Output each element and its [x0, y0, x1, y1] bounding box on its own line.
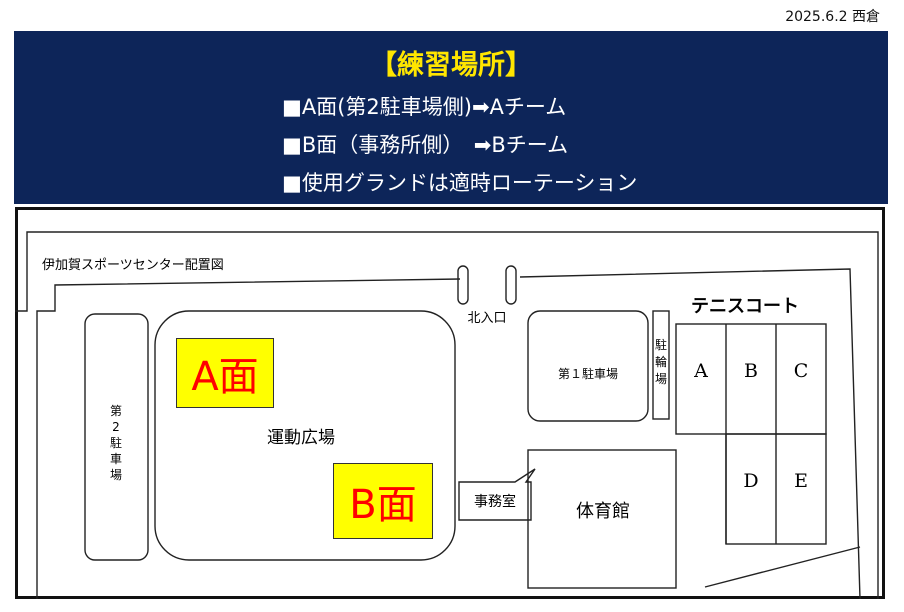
sports-field-label: 運動広場: [267, 428, 335, 448]
facility-map: 伊加賀スポーツセンター配置図 北入口 第 2 駐 車 場 運動広場 第１駐車場 …: [15, 231, 879, 599]
bicycle-parking: [652, 310, 670, 420]
face-b-label: B面: [333, 463, 433, 539]
parking-2-label-char: 車: [110, 452, 122, 466]
banner-line-b: ■B面（事務所側） ➡Bチーム: [282, 133, 569, 157]
court-letter: C: [794, 360, 809, 382]
banner-line-rotation: ■使用グランドは適時ローテーション: [282, 171, 638, 195]
sports-field: [154, 310, 456, 561]
parking-1-label: 第１駐車場: [558, 366, 618, 381]
parking-2-label-char: 2: [112, 420, 120, 434]
bicycle-parking-label-char: 輪: [655, 354, 667, 369]
office-box: [458, 468, 536, 521]
site-boundary-inner: [36, 278, 461, 599]
north-entrance-label: 北入口: [467, 311, 506, 326]
face-a-label: A面: [176, 338, 274, 408]
bicycle-parking-label-char: 駐: [655, 337, 667, 352]
court-letter: A: [693, 360, 708, 382]
north-entrance-post-left: [457, 265, 469, 305]
parking-2: [84, 313, 149, 561]
court-letter: E: [794, 470, 808, 492]
banner-title: 【練習場所】: [370, 50, 532, 81]
practice-location-banner: 【練習場所】 ■A面(第2駐車場側)➡Aチーム ■B面（事務所側） ➡Bチーム …: [14, 31, 888, 204]
tennis-court-grid-bottom: [725, 433, 827, 545]
office-label: 事務室: [474, 493, 516, 510]
parking-1: [527, 310, 649, 422]
map-frame: [15, 207, 885, 599]
site-boundary-right: [519, 268, 861, 599]
north-entrance-post-right: [505, 265, 517, 305]
parking-2-label: 第 2 駐 車 場: [110, 404, 122, 482]
bicycle-parking-label-char: 場: [655, 372, 667, 386]
date-author: 2025.6.2 西倉: [785, 9, 880, 25]
gymnasium-label: 体育館: [576, 501, 630, 522]
gymnasium: [527, 449, 677, 589]
parking-2-label-char: 場: [110, 468, 122, 482]
bicycle-parking-label: 駐 輪 場: [655, 337, 667, 386]
banner-line-a: ■A面(第2駐車場側)➡Aチーム: [282, 95, 567, 119]
parking-2-label-char: 駐: [110, 435, 122, 450]
tennis-courts-title: テニスコート: [691, 296, 799, 317]
road-line-lower-right: [704, 546, 861, 588]
map-title: 伊加賀スポーツセンター配置図: [42, 258, 224, 273]
parking-2-label-char: 第: [110, 404, 122, 418]
court-letter: B: [744, 360, 758, 382]
site-boundary-outer: [15, 231, 879, 599]
court-letter: D: [743, 470, 758, 492]
